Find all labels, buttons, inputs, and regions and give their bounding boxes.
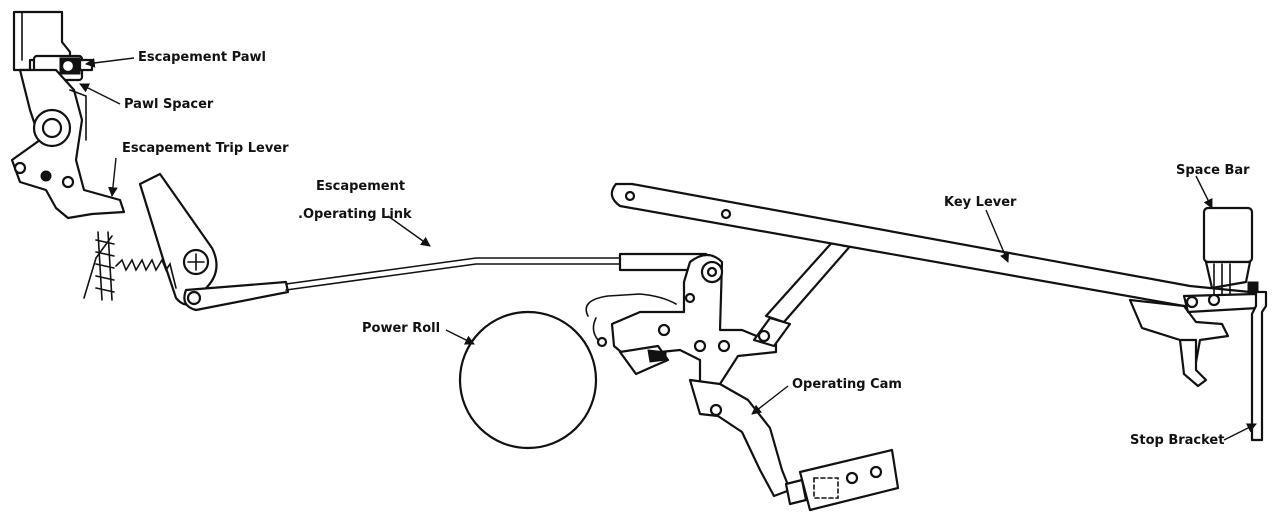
stop-bracket <box>1250 290 1268 442</box>
diagram-labels: Escapement Pawl Pawl Spacer Escapement T… <box>122 50 1250 448</box>
label-escapement-pawl: Escapement Pawl <box>138 50 266 65</box>
label-space-bar: Space Bar <box>1176 163 1250 178</box>
escapement-pawl-assembly <box>10 10 126 220</box>
operating-cam-assembly <box>585 253 900 512</box>
label-key-lever: Key Lever <box>944 195 1017 210</box>
spring-and-ratchet <box>83 231 177 301</box>
label-pawl-spacer: Pawl Spacer <box>124 97 214 112</box>
label-leaders <box>79 57 1257 441</box>
power-roll <box>458 310 598 450</box>
label-escapement-trip-lever: Escapement Trip Lever <box>122 141 289 156</box>
label-operating-cam: Operating Cam <box>792 377 902 392</box>
escapement-bellcrank <box>138 172 290 312</box>
key-lever-link <box>752 234 854 348</box>
key-lever-bar <box>610 182 1252 388</box>
label-escapement-operating-link-line1: Escapement <box>316 179 405 194</box>
escapement-operating-link <box>285 252 718 291</box>
space-bar-assembly <box>1182 206 1260 314</box>
label-stop-bracket: Stop Bracket <box>1130 433 1224 448</box>
label-power-roll: Power Roll <box>362 321 440 336</box>
label-escapement-operating-link-line2: .Operating Link <box>298 207 412 222</box>
